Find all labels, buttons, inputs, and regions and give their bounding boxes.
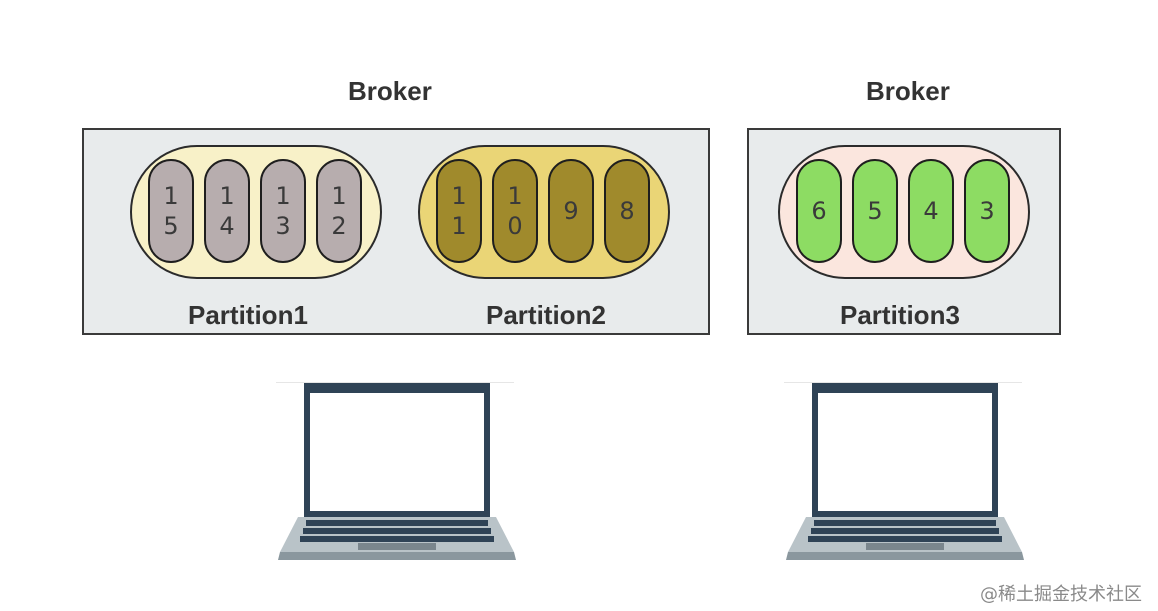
partition-label: Partition1: [188, 300, 308, 330]
broker-title: Broker: [866, 76, 950, 106]
message-offset: 1 4: [219, 182, 235, 240]
message: 1 5: [148, 159, 194, 263]
message: 1 2: [316, 159, 362, 263]
message-offset: 4: [923, 197, 939, 225]
message-offset: 5: [867, 197, 883, 225]
message-offset: 3: [979, 197, 995, 225]
message-offset: 1 1: [451, 182, 467, 240]
message-offset: 8: [619, 197, 635, 225]
partition-label: Partition3: [840, 300, 960, 330]
message: 9: [548, 159, 594, 263]
message-offset: 1 3: [275, 182, 291, 240]
laptop-icon: [276, 382, 516, 560]
broker-title: Broker: [348, 76, 432, 106]
laptop-icon: [784, 382, 1024, 560]
message-offset: 9: [563, 197, 579, 225]
message: 3: [964, 159, 1010, 263]
partition-label: Partition2: [486, 300, 606, 330]
message-offset: 1 5: [163, 182, 179, 240]
message: 1 4: [204, 159, 250, 263]
message: 8: [604, 159, 650, 263]
message: 6: [796, 159, 842, 263]
message-offset: 1 2: [331, 182, 347, 240]
message: 1 3: [260, 159, 306, 263]
message: 1 1: [436, 159, 482, 263]
message: 4: [908, 159, 954, 263]
watermark: @稀土掘金技术社区: [980, 584, 1142, 605]
message-offset: 1 0: [507, 182, 523, 240]
message: 5: [852, 159, 898, 263]
message: 1 0: [492, 159, 538, 263]
message-offset: 6: [811, 197, 827, 225]
